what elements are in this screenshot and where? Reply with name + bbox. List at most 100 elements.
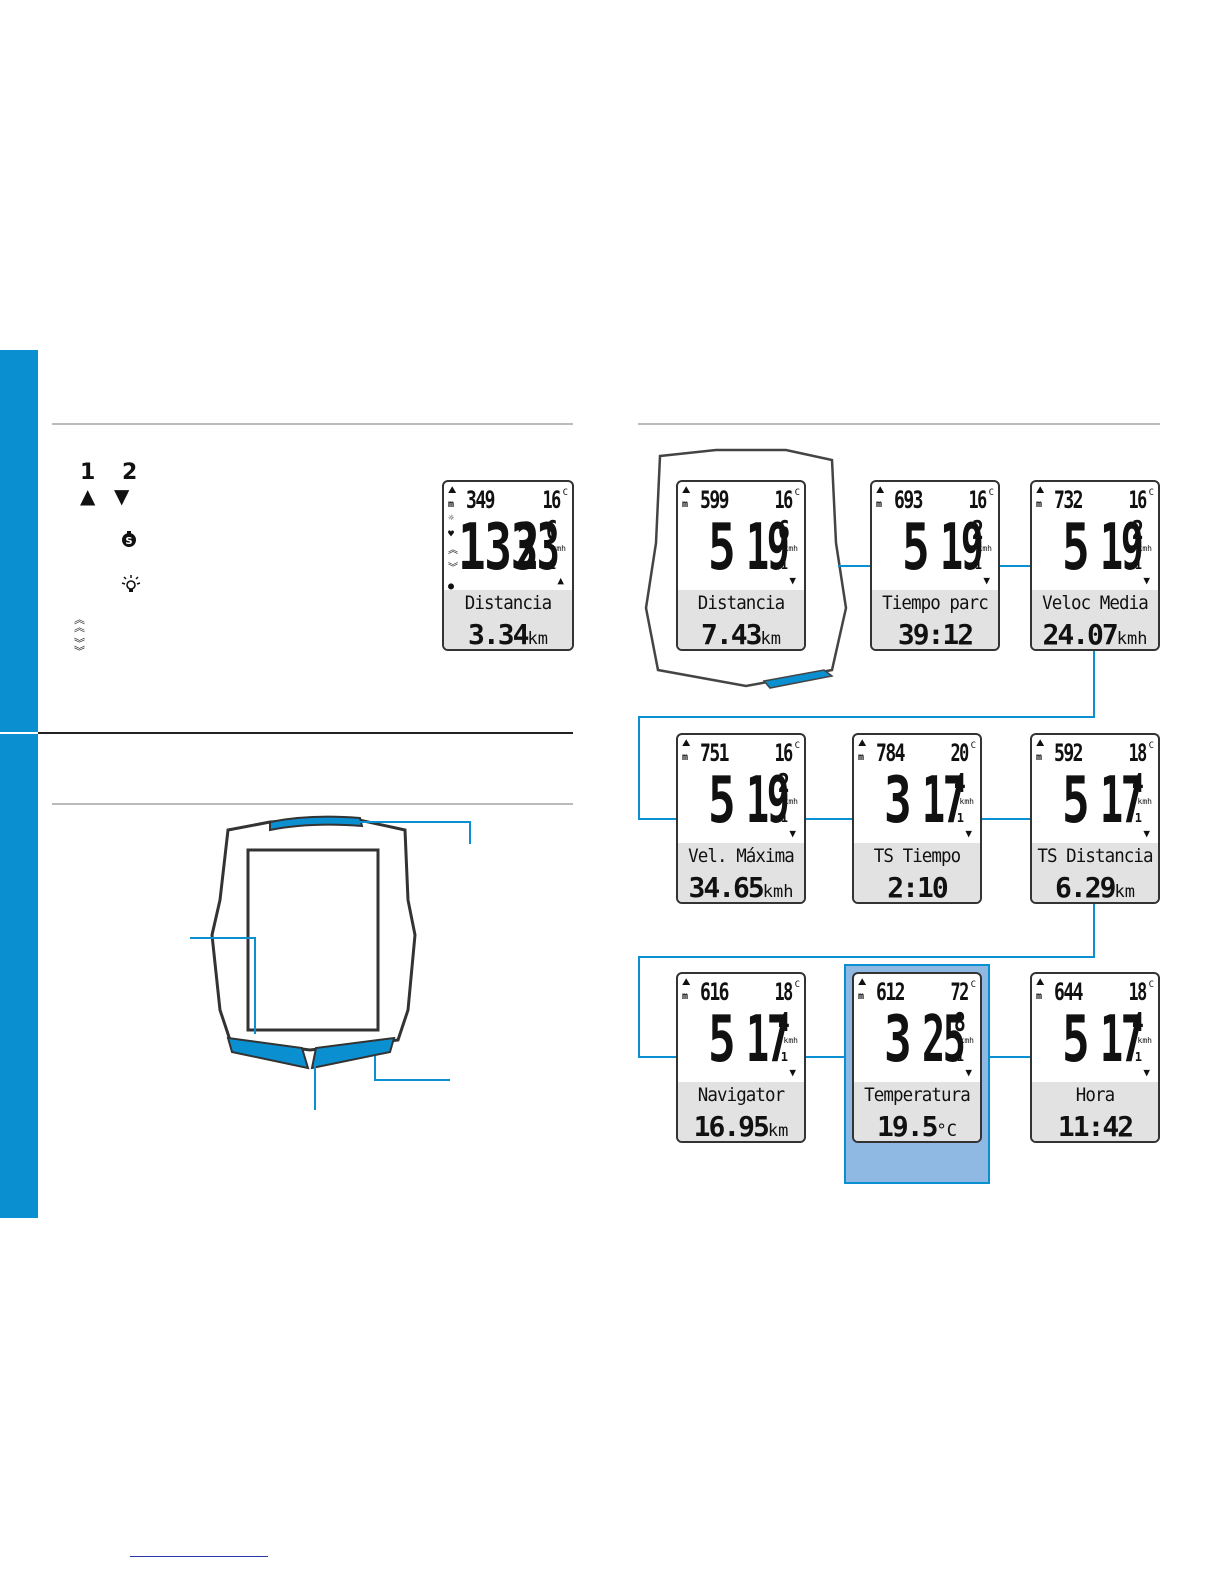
speed-unit: kmh: [1137, 797, 1152, 806]
big-digits: 5: [708, 1003, 736, 1077]
down-indicator-icon: ︾: [448, 563, 458, 574]
big-digits: 3: [884, 1003, 912, 1077]
temperature-value: 72: [950, 978, 970, 1006]
wheel-number: 1: [956, 811, 964, 825]
temperature-unit: C: [1148, 741, 1154, 751]
speed-decimal: 2: [972, 516, 985, 546]
temperature-value: 16: [968, 486, 988, 514]
altitude-value: 592: [1054, 739, 1084, 767]
label-band: [854, 843, 980, 902]
altitude-icon: ⛰: [682, 977, 691, 988]
big-digits: 5: [1062, 1003, 1090, 1077]
altitude-value: 599: [700, 486, 730, 514]
altitude-icon: ⛰: [1036, 485, 1045, 496]
wheel-number: 1: [780, 1050, 788, 1064]
temperature-value: 16: [542, 486, 562, 514]
up-indicator-icon: ︽: [448, 545, 458, 556]
wheel-number: 1: [956, 1050, 964, 1064]
altitude-value: 349: [466, 486, 496, 514]
trend-down-icon: ▼: [1143, 1066, 1150, 1079]
temperature-value: 18: [1128, 978, 1148, 1006]
speed-digits: 17: [1100, 764, 1144, 838]
function-value: 7.43km: [701, 618, 781, 651]
altitude-icon: ⛰: [876, 485, 885, 496]
speed-unit: kmh: [977, 544, 992, 553]
function-value: 34.65kmh: [688, 871, 794, 904]
temperature-unit: C: [970, 980, 976, 990]
stopwatch-indicator-icon: ●: [448, 581, 455, 592]
light-indicator-icon: ☼: [448, 513, 455, 524]
connector: [638, 1056, 678, 1058]
side-tab-lower: [0, 734, 38, 1218]
bottom-left-button: [226, 1036, 310, 1070]
speed-decimal: 2: [778, 769, 791, 799]
temperature-unit: C: [562, 488, 568, 498]
connector: [982, 818, 1030, 820]
speed-decimal: 2: [1132, 516, 1145, 546]
trend-down-icon: ▼: [789, 827, 796, 840]
altitude-value: 693: [894, 486, 924, 514]
big-digits: 5: [708, 764, 736, 838]
altitude-icon: ⛰: [858, 738, 867, 749]
double-chevron-down-icon: ︾︾: [74, 637, 85, 658]
wheel-number: 1: [1134, 558, 1142, 572]
rule-left-top: [52, 423, 573, 425]
temperature-unit: C: [1148, 488, 1154, 498]
altitude-icon: ⛰: [448, 485, 457, 496]
label-band: [1032, 590, 1158, 649]
function-label: Navigator: [697, 1084, 785, 1106]
speed-unit: kmh: [959, 797, 974, 806]
connector: [838, 565, 872, 567]
trend-down-icon: ▼: [1143, 827, 1150, 840]
altitude-icon: ⛰: [1036, 738, 1045, 749]
temperature-unit: C: [970, 741, 976, 751]
label-band: [444, 590, 572, 649]
speed-digits: 17: [922, 764, 966, 838]
svg-text:S: S: [125, 536, 132, 547]
temperature-unit: C: [1148, 980, 1154, 990]
altitude-icon: ⛰: [1036, 977, 1045, 988]
function-label: Veloc Media: [1042, 592, 1149, 614]
function-label: Temperatura: [864, 1084, 971, 1106]
top-button: [269, 815, 364, 832]
speed-unit: kmh: [1137, 1036, 1152, 1045]
trend-down-icon: ▼: [789, 1066, 796, 1079]
altitude-unit: m: [876, 499, 883, 510]
altitude-value: 784: [876, 739, 906, 767]
function-value: 24.07kmh: [1042, 618, 1148, 651]
rule-left-sub: [52, 803, 573, 805]
altitude-unit: m: [448, 499, 455, 510]
function-label: TS Tiempo: [873, 845, 961, 867]
temperature-value: 16: [1128, 486, 1148, 514]
altitude-value: 644: [1054, 978, 1084, 1006]
function-value: 2:10: [887, 871, 948, 904]
triangle-down-icon: ▼: [114, 484, 130, 508]
function-value: 16.95km: [693, 1110, 789, 1143]
connector: [638, 956, 1095, 958]
speed-decimal: 4: [778, 1008, 791, 1038]
connector: [638, 956, 640, 1058]
trend-down-icon: ▼: [965, 827, 972, 840]
trend-down-icon: ▼: [789, 574, 796, 587]
big-digits: 5: [1062, 764, 1090, 838]
label-band: [678, 843, 804, 902]
function-value: 6.29km: [1055, 871, 1135, 904]
light-icon: [120, 574, 142, 597]
function-value: 11:42: [1057, 1110, 1134, 1143]
function-label: Tiempo parc: [882, 592, 989, 614]
altitude-unit: m: [858, 991, 865, 1002]
wheel-number: 1: [1134, 811, 1142, 825]
speed-digits: 19: [746, 511, 790, 585]
big-digits: 5: [902, 511, 930, 585]
speed-decimal: 4: [954, 769, 967, 799]
temperature-value: 20: [950, 739, 970, 767]
trend-down-icon: ▼: [1143, 574, 1150, 587]
connector: [1093, 650, 1095, 717]
wheel-number: 1: [974, 558, 982, 572]
altitude-icon: ⛰: [682, 738, 691, 749]
